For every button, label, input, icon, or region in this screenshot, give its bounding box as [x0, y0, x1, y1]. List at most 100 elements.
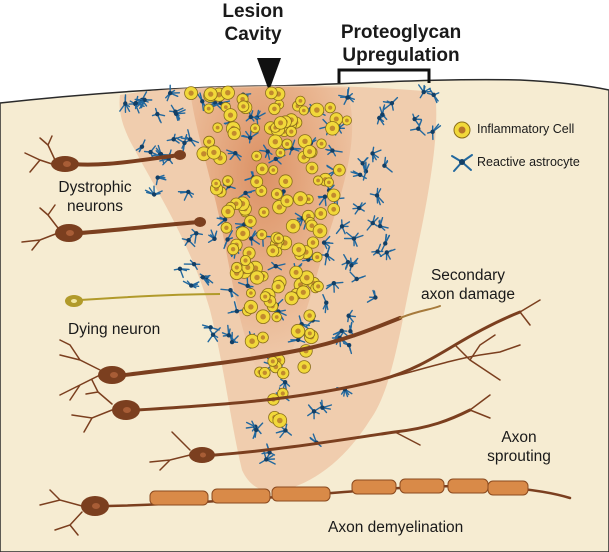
myelin-segment [149, 490, 209, 506]
myelin-segment [211, 488, 271, 504]
inflammatory-cell [311, 251, 323, 263]
secondary-damage-label-line1: Secondary [430, 267, 506, 284]
reactive-astrocyte [342, 339, 353, 355]
inflammatory-cell [333, 163, 346, 177]
lesion-cavity-label-line2: Cavity [224, 24, 282, 45]
inflammatory-cell [227, 126, 241, 140]
inflammatory-cell [298, 105, 309, 116]
reactive-astrocyte [380, 233, 391, 252]
inflammatory-cell [256, 229, 268, 241]
reactive-astrocyte [357, 157, 369, 174]
reactive-astrocyte [350, 170, 367, 180]
reactive-astrocyte [220, 287, 239, 298]
inflammatory-cell [203, 103, 214, 114]
reactive-astrocyte [155, 174, 167, 186]
inflammatory-cell [285, 218, 301, 234]
legend-inflammatory-cell-label: Inflammatory Cell [477, 122, 575, 136]
reactive-astrocyte [325, 280, 344, 293]
reactive-astrocyte [177, 189, 195, 201]
reactive-astrocyte [410, 119, 426, 136]
reactive-astrocyte [249, 230, 260, 246]
reactive-astrocyte [366, 215, 379, 231]
reactive-astrocyte [369, 187, 384, 206]
inflammatory-cell [239, 254, 251, 266]
reactive-astrocyte [346, 309, 356, 323]
reactive-astrocyte [119, 94, 131, 114]
inflammatory-cell [312, 175, 324, 186]
sprouting-neuron [71, 299, 541, 433]
reactive-astrocyte [223, 230, 234, 250]
inflammatory-cell [271, 311, 282, 323]
axon-sprouting-label-line2: sprouting [487, 448, 551, 465]
secondary-damage-label-line2: axon damage [421, 286, 515, 303]
reactive-astrocyte [267, 261, 286, 271]
inflammatory-cell [255, 309, 271, 325]
reactive-astrocyte [319, 399, 333, 414]
inflammatory-cell [284, 291, 299, 306]
reactive-astrocyte [207, 327, 221, 343]
inflammatory-cell [278, 174, 293, 189]
reactive-astrocyte [370, 146, 382, 163]
inflammatory-cell [249, 270, 265, 285]
reactive-astrocyte [207, 229, 218, 244]
inflammatory-cell [272, 413, 288, 428]
inflammatory-cell [275, 147, 286, 158]
secondary-damage-neuron [59, 305, 441, 401]
reactive-astrocyte [343, 87, 353, 106]
inflammatory-cell [223, 108, 238, 122]
inflammatory-cell [325, 121, 340, 136]
reactive-astrocyte [166, 133, 183, 144]
inflammatory-cell [268, 102, 281, 116]
proteoglycan-label-line2: Upregulation [342, 45, 460, 66]
inflammatory-cell [203, 135, 216, 148]
inflammatory-cell [271, 280, 285, 294]
proteoglycan-bracket [337, 68, 431, 83]
inflammatory-cell [316, 138, 327, 149]
legend-reactive-astrocyte-label: Reactive astrocyte [477, 155, 580, 169]
inflammatory-cell [211, 178, 222, 189]
dying-neuron-label: Dying neuron [68, 321, 161, 338]
reactive-astrocyte [259, 450, 276, 465]
inflammatory-cell [289, 265, 303, 280]
reactive-astrocyte [336, 387, 353, 398]
lesion-arrowhead [257, 58, 281, 91]
inflammatory-cell [256, 331, 269, 344]
reactive-astrocyte [200, 274, 211, 286]
reactive-astrocyte [371, 243, 384, 257]
inflammatory-cell [341, 115, 352, 126]
inflammatory-cell [250, 123, 261, 134]
inflammatory-cell [285, 126, 297, 138]
reactive-astrocyte [190, 228, 204, 244]
inflammatory-cell [306, 236, 320, 249]
reactive-astrocyte [325, 144, 343, 157]
myelin-segment [271, 486, 331, 502]
inflammatory-cell [268, 165, 279, 176]
inflammatory-cell [184, 86, 199, 100]
inflammatory-cell [280, 194, 294, 208]
myelin-segment [487, 480, 529, 496]
inflammatory-cell [309, 102, 325, 118]
inflammatory-cell [265, 86, 278, 100]
reactive-astrocyte [377, 216, 389, 231]
reactive-astrocyte [251, 420, 264, 439]
reactive-astrocyte [379, 104, 388, 121]
inflammatory-cell [303, 309, 316, 322]
reactive-astrocyte [279, 378, 291, 393]
myelin-segments [149, 478, 529, 506]
inflammatory-cell [221, 204, 235, 219]
inflammatory-cell [312, 280, 324, 292]
inflammatory-cell [259, 291, 271, 303]
reactive-astrocyte [275, 423, 292, 438]
inflammatory-cell [297, 360, 311, 374]
reactive-astrocyte [164, 84, 181, 102]
reactive-astrocyte [382, 156, 393, 173]
inflammatory-cell [212, 122, 223, 133]
reactive-astrocyte [341, 253, 358, 270]
dystrophic-neuron-1 [24, 135, 186, 173]
inflammatory-cell [327, 203, 341, 216]
reactive-astrocyte [216, 211, 228, 227]
inflammatory-cell [268, 134, 283, 149]
reactive-astrocyte [382, 96, 399, 111]
inflammatory-cell [220, 222, 233, 234]
